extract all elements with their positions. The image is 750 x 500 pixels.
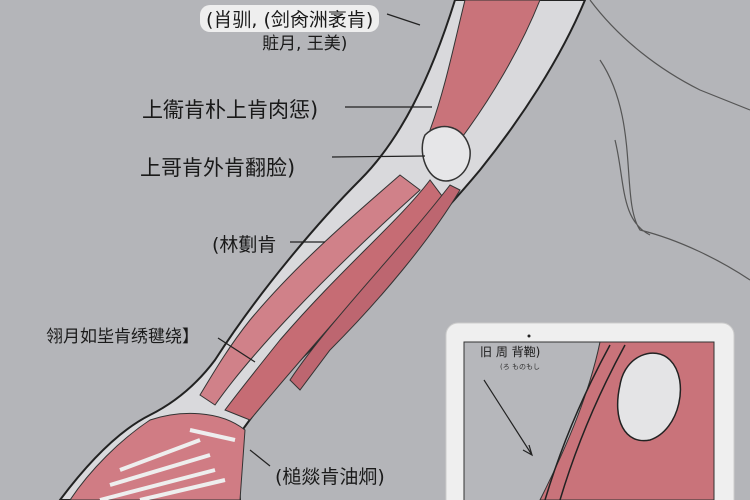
inset-camera-dot — [527, 334, 531, 338]
inset-subtitle: (ろ ものもし — [500, 363, 540, 371]
leader-line-top — [386, 13, 421, 26]
forearm-muscle-2 — [199, 174, 421, 406]
label-upper-2: 上哥肯外肯翻脸) — [140, 156, 296, 180]
leader-line-upper-2 — [331, 155, 426, 158]
label-wrist: 翎月如坒肯绣毽绕】 — [46, 327, 199, 347]
label-top-line-1: (肖驯, (剑肏洲袤肯) — [200, 5, 380, 32]
forearm-muscle-3 — [289, 184, 461, 391]
label-bottom: (槌燚肯油炯) — [275, 466, 385, 488]
leader-line-bottom — [249, 449, 271, 467]
label-upper-1: 上衞肯朴上肯肉惩) — [142, 98, 319, 122]
inset-title: 旧 周 背鞄) — [480, 345, 541, 359]
inset-arrow — [483, 379, 533, 457]
label-top-line-2: 賍月, 王美) — [262, 34, 348, 54]
torso-outline — [589, 0, 750, 281]
inset-tendon — [544, 344, 626, 500]
inset-bone — [616, 352, 682, 442]
elbow-bone — [421, 125, 471, 182]
label-mid: (林劐肯 — [212, 234, 277, 256]
leader-line-wrist — [217, 337, 256, 363]
hand-bones — [99, 428, 236, 500]
